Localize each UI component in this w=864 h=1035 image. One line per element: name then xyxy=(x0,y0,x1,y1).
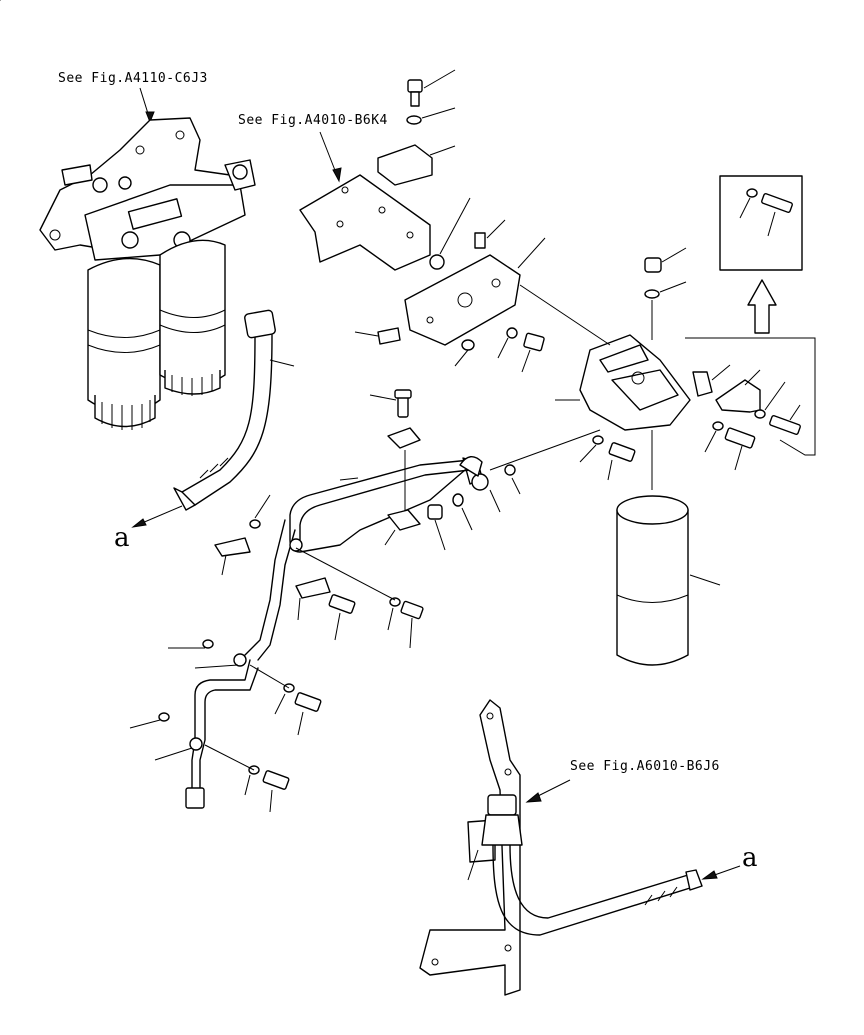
filter-head xyxy=(0,0,691,490)
lower-bolts xyxy=(129,639,322,813)
connection-label-left: a xyxy=(114,523,130,553)
leader-arrow-icon xyxy=(701,870,718,880)
leader-arrow-icon xyxy=(145,111,155,124)
fuel-filter-assembly xyxy=(39,117,256,430)
ref-label-a4110: See Fig.A4110-C6J3 xyxy=(58,71,208,86)
lower-bracket xyxy=(419,699,521,996)
ref-label-a6010: See Fig.A6010-B6J6 xyxy=(570,759,720,774)
fuel-tube-assembly xyxy=(185,456,489,809)
leader-arrow-icon xyxy=(525,792,542,803)
tube-clamps xyxy=(214,389,636,649)
arrow-up-icon xyxy=(747,279,777,334)
detail-inset xyxy=(685,175,816,471)
fuel-hose-right xyxy=(481,794,703,936)
ref-label-a4010: See Fig.A4010-B6K4 xyxy=(238,113,388,128)
leader-arrow-icon xyxy=(131,518,147,528)
filter-head-block xyxy=(354,219,546,373)
filter-cartridge xyxy=(616,495,721,666)
fuel-hose-left xyxy=(173,309,295,511)
mount-bracket xyxy=(299,174,471,271)
connection-label-right: a xyxy=(742,843,758,873)
leader-arrow-icon xyxy=(332,167,342,183)
bolt-top xyxy=(377,69,456,186)
filter-plug xyxy=(644,247,687,340)
